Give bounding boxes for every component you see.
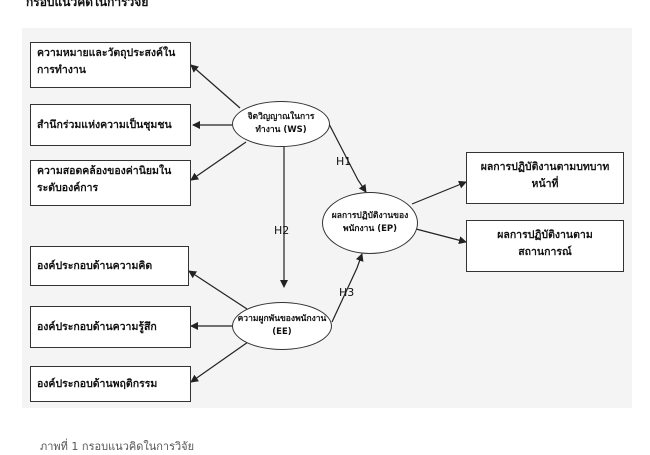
indicator-box-affective: องค์ประกอบด้านความรู้สึก [30,306,191,348]
indicator-box-cognitive: องค์ประกอบด้านความคิด [30,246,189,286]
figure-caption: ภาพที่ 1 กรอบแนวคิดในการวิจัย [40,440,195,453]
edge-ep-to-inrole [411,180,467,205]
edge-h1-ws-to-ep [327,121,367,193]
edge-ws-to-values [190,141,247,181]
indicator-box-in-role: ผลการปฏิบัติงานตามบทบาทหน้าที่ [466,152,624,204]
hypothesis-label-h3: H3 [339,286,355,299]
edge-h3-ee-to-ep [331,253,364,323]
indicator-box-contextual: ผลการปฏิบัติงานตามสถานการณ์ [466,220,624,272]
node-employee-engagement: ความผูกพันของพนักงาน (EE) [232,302,332,350]
hypothesis-label-h1: H1 [336,155,352,168]
edge-ep-to-contextual [415,228,467,245]
indicator-box-community: สำนึกร่วมแห่งความเป็นชุมชน [30,104,191,146]
node-workplace-spirituality: จิตวิญญาณในการทำงาน (WS) [232,101,330,147]
page-heading: กรอบแนวคิดในการวิจัย [26,0,149,9]
node-employee-performance: ผลการปฏิบัติงานของพนักงาน (EP) [322,192,418,254]
edge-ee-to-cognitive [188,270,248,310]
edge-ws-to-meaning [190,64,241,109]
indicator-box-behavioral: องค์ประกอบด้านพฤติกรรม [30,366,191,402]
hypothesis-label-h2: H2 [274,224,290,237]
indicator-box-meaning: ความหมายและวัตถุประสงค์ในการทำงาน [30,42,191,88]
edge-ee-to-behavioral [190,341,249,383]
indicator-box-values: ความสอดคล้องของค่านิยมในระดับองค์การ [30,160,191,206]
